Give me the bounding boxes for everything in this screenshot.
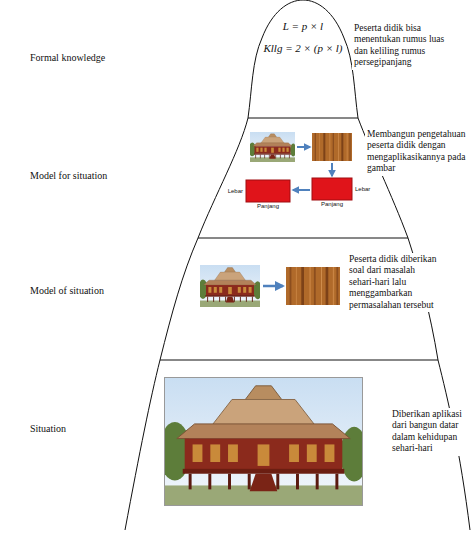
stage-label: Formal knowledge bbox=[30, 52, 105, 64]
house-photo bbox=[249, 132, 297, 162]
formula: Kllg = 2 × (p × l) bbox=[263, 42, 342, 55]
band-divider bbox=[160, 360, 438, 361]
dimension-label: Lebar bbox=[355, 186, 370, 193]
band: Model for situation Membangun pengetahuan… bbox=[0, 118, 475, 238]
house-photo bbox=[198, 265, 262, 307]
flow-arrow bbox=[297, 146, 310, 148]
wood-texture bbox=[286, 267, 340, 305]
band: Formal knowledge L = p × l Kllg = 2 × (p ×… bbox=[0, 0, 475, 118]
stage-label: Model of situation bbox=[30, 285, 104, 297]
stage-description: Peserta didik diberikan soal dari masala… bbox=[347, 253, 441, 312]
stage-label: Model for situation bbox=[30, 170, 107, 182]
formula: L = p × l bbox=[283, 20, 323, 33]
dimension-label: Panjang bbox=[257, 203, 279, 210]
flow-arrow bbox=[293, 189, 310, 191]
rectangle-model bbox=[312, 178, 352, 200]
flow-arrow bbox=[263, 285, 283, 288]
stage-label: Situation bbox=[30, 423, 66, 435]
iceberg-outline bbox=[125, 0, 470, 530]
flow-arrow bbox=[331, 163, 333, 176]
house-photo bbox=[159, 378, 368, 505]
dimension-label: Panjang bbox=[321, 201, 343, 208]
band-divider bbox=[198, 238, 408, 239]
band-divider bbox=[248, 118, 358, 119]
band: Model of situation Peserta didik diberika… bbox=[0, 238, 475, 360]
rectangle-model bbox=[246, 180, 290, 202]
stage-description: Membangun pengetahuan peserta didik deng… bbox=[365, 128, 470, 176]
wood-texture bbox=[312, 133, 352, 161]
stage-description: Peserta didik bisa menentukan rumus luas… bbox=[352, 22, 448, 70]
dimension-label: Lebar bbox=[228, 188, 243, 195]
band: Situation Diberikan aplikasi dari bangun … bbox=[0, 360, 475, 530]
stage-description: Diberikan aplikasi dari bangun datar dal… bbox=[390, 408, 470, 456]
